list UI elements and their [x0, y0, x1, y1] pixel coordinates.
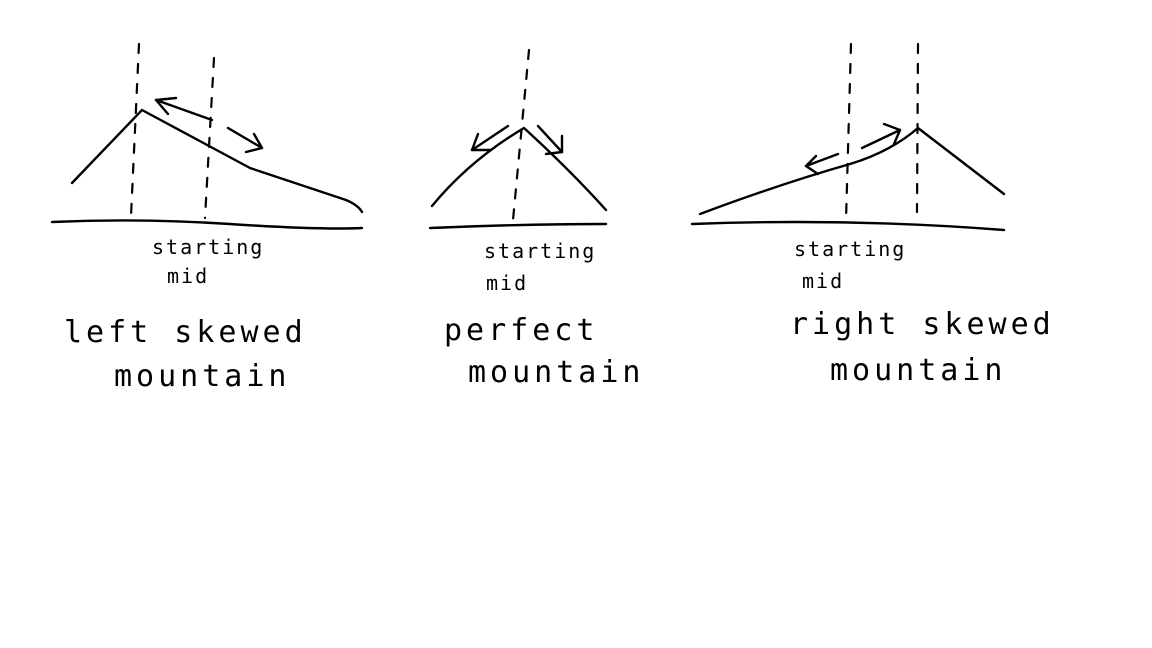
right-baseline — [690, 220, 1006, 232]
right-mountain-curve — [698, 126, 1006, 216]
perfect-arrow-left — [470, 124, 510, 152]
right-skewed-diagram: starting mid right skewed mountain — [690, 42, 1055, 388]
left-axis-label-line2: mid — [167, 264, 209, 288]
perfect-caption-line2: mountain — [468, 355, 645, 390]
right-peak-dashed-line — [915, 42, 920, 214]
perfect-axis-label-line1: starting — [484, 239, 596, 263]
right-axis-label-line2: mid — [802, 269, 844, 293]
right-arrow-toward-tail — [804, 152, 840, 176]
perfect-caption-line1: perfect — [444, 313, 598, 348]
left-caption-line1: left skewed — [64, 315, 307, 350]
left-mountain-curve — [70, 108, 364, 214]
perfect-axis-label-line2: mid — [486, 271, 528, 295]
perfect-diagram: starting mid perfect mountain — [428, 48, 645, 390]
left-baseline — [50, 219, 364, 230]
left-arrow-toward-tail — [226, 126, 264, 154]
left-peak-dashed-line — [129, 42, 141, 218]
left-axis-label-line1: starting — [152, 235, 264, 259]
perfect-peak-dashed-line — [511, 48, 531, 222]
perfect-arrow-right — [536, 124, 564, 156]
right-starting-mid-dashed-line — [844, 42, 853, 222]
right-caption-line2: mountain — [830, 353, 1007, 388]
right-caption-line1: right skewed — [790, 307, 1055, 342]
left-caption-line2: mountain — [114, 359, 291, 394]
left-skewed-diagram: starting mid left skewed mountain — [50, 42, 364, 394]
perfect-mountain-curve — [430, 126, 608, 212]
left-arrow-toward-peak — [154, 96, 214, 122]
right-axis-label-line1: starting — [794, 237, 906, 261]
perfect-baseline — [428, 222, 608, 230]
left-starting-mid-dashed-line — [203, 56, 216, 220]
right-arrow-toward-peak — [860, 122, 902, 150]
